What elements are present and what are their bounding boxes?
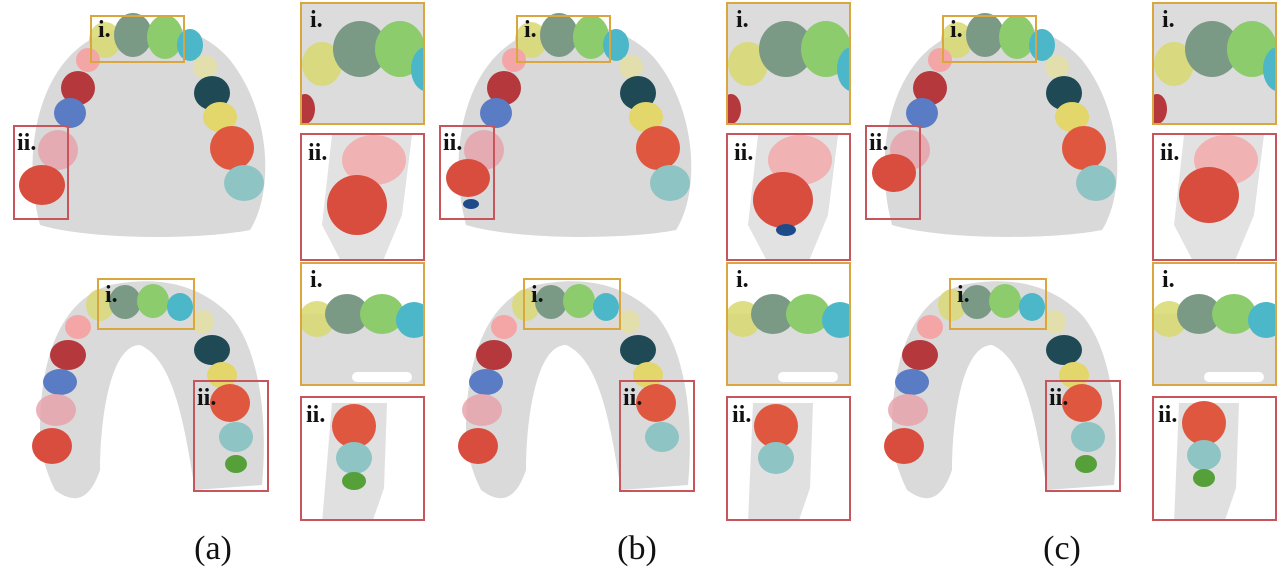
roi-box-front-top	[90, 15, 185, 63]
caption-b: (b)	[617, 530, 657, 567]
zoom-side-top: ii.	[300, 133, 425, 261]
roi-label-front-bottom: i.	[105, 282, 118, 308]
tooth	[61, 71, 95, 105]
caption-c: (c)	[1043, 530, 1081, 567]
roi-label-front-bottom: i.	[957, 282, 970, 308]
roi-label-front-top: i.	[524, 17, 537, 43]
zoom-side-top: ii.	[726, 133, 851, 261]
zoom-label-front-bottom: i.	[310, 267, 323, 293]
roi-label-side-top: ii.	[443, 130, 463, 156]
tooth	[137, 284, 169, 318]
roi-label-front-top: i.	[98, 17, 111, 43]
tooth	[114, 13, 152, 57]
roi-box-front-bottom	[523, 278, 621, 330]
zoom-label-side-bottom: ii.	[732, 402, 752, 428]
zoom-label-side-bottom: ii.	[306, 402, 326, 428]
tooth	[76, 48, 100, 72]
dental-arch-views-a	[19, 13, 266, 499]
tooth	[32, 428, 72, 464]
roi-label-front-bottom: i.	[531, 282, 544, 308]
zoom-label-side-bottom: ii.	[1158, 402, 1178, 428]
roi-label-side-top: ii.	[869, 130, 889, 156]
panel-b: i. ii. i. ii. i. ii.	[426, 0, 852, 576]
tooth	[36, 394, 76, 426]
roi-box-side-bottom	[619, 380, 695, 492]
tooth	[193, 55, 217, 79]
zoom-side-bottom: ii.	[300, 396, 425, 521]
zoom-label-front-top: i.	[310, 7, 323, 33]
zoom-label-side-top: ii.	[1160, 140, 1180, 166]
roi-box-front-bottom	[949, 278, 1047, 330]
roi-box-side-top	[865, 125, 921, 220]
tooth	[194, 76, 230, 110]
zoom-side-bottom: ii.	[726, 396, 851, 521]
roi-label-front-top: i.	[950, 17, 963, 43]
tooth	[224, 165, 264, 201]
zoom-side-bottom-image	[322, 403, 387, 519]
dental-arch-views-b	[446, 13, 692, 499]
tooth	[219, 422, 253, 452]
roi-box-front-bottom	[97, 278, 195, 330]
tooth	[192, 310, 214, 334]
panel-a: i. ii. i. ii. i. ii. i	[0, 0, 426, 576]
caption-a: (a)	[194, 530, 232, 567]
roi-box-front-top	[942, 15, 1037, 63]
tooth	[203, 102, 237, 132]
tooth	[109, 285, 141, 319]
roi-box-front-top	[516, 15, 611, 63]
zoom-front-top: i.	[1152, 2, 1277, 125]
tooth	[89, 22, 121, 58]
zoom-front-bottom: i.	[300, 262, 425, 386]
roi-label-side-bottom: ii.	[623, 385, 643, 411]
zoom-label-side-top: ii.	[308, 140, 328, 166]
zoom-front-top: i.	[726, 2, 851, 125]
zoom-side-bottom: ii.	[1152, 396, 1277, 521]
zoom-front-bottom: i.	[1152, 262, 1277, 386]
tooth	[19, 165, 65, 205]
roi-box-side-bottom	[193, 380, 269, 492]
tooth	[210, 384, 250, 422]
zoom-side-top-image	[322, 135, 412, 259]
zoom-label-front-bottom: i.	[736, 267, 749, 293]
tooth	[65, 315, 91, 339]
zoom-label-front-top: i.	[736, 7, 749, 33]
zoom-label-front-bottom: i.	[1162, 267, 1175, 293]
tooth	[54, 98, 86, 128]
panel-c: i. ii. i. ii. i. ii. i	[852, 0, 1278, 576]
zoom-front-bottom: i.	[726, 262, 851, 386]
tooth	[210, 126, 254, 170]
zoom-front-bottom-image	[302, 294, 423, 384]
tooth	[225, 455, 247, 473]
zoom-front-top: i.	[300, 2, 425, 125]
roi-box-side-top	[13, 125, 69, 220]
tooth	[43, 369, 77, 395]
roi-box-side-bottom	[1045, 380, 1121, 492]
tooth	[50, 340, 86, 370]
tooth	[194, 335, 230, 365]
tooth	[147, 15, 183, 59]
zoom-front-top-image	[302, 4, 423, 123]
roi-label-side-top: ii.	[17, 130, 37, 156]
tooth	[86, 289, 114, 321]
roi-box-side-top	[439, 125, 495, 220]
zoom-label-side-top: ii.	[734, 140, 754, 166]
roi-label-side-bottom: ii.	[197, 385, 217, 411]
roi-label-side-bottom: ii.	[1049, 385, 1069, 411]
tooth	[167, 293, 193, 321]
zoom-label-front-top: i.	[1162, 7, 1175, 33]
zoom-side-top: ii.	[1152, 133, 1277, 261]
